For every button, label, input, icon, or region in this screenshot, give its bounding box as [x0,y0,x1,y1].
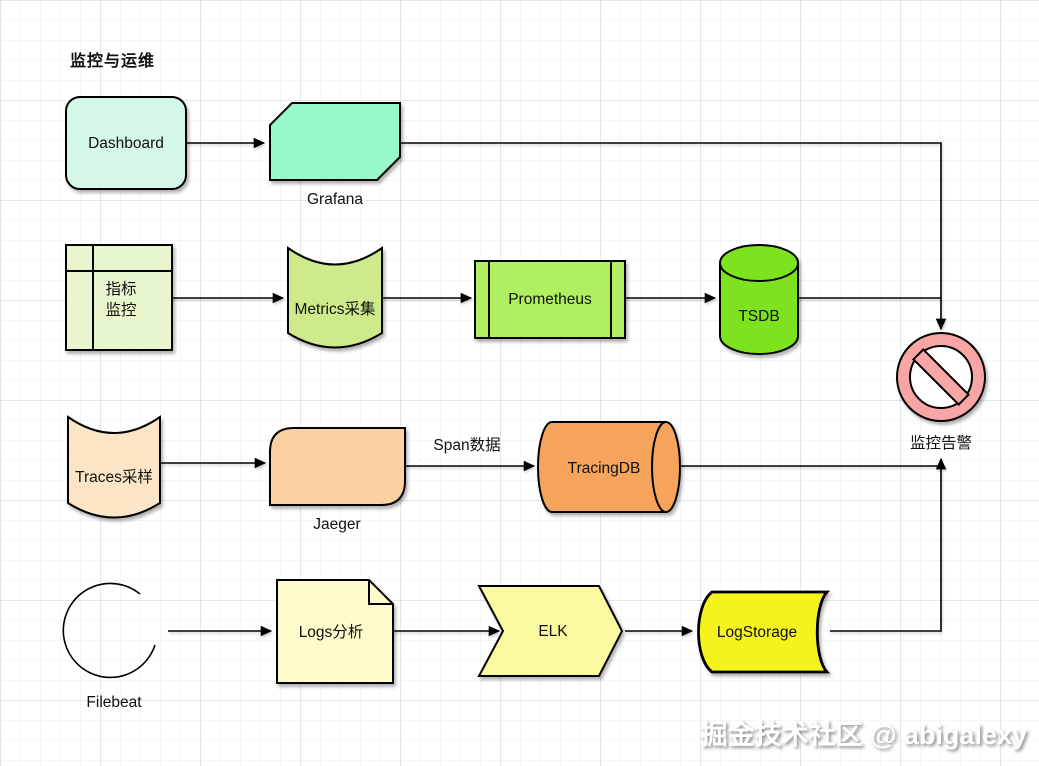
logs-analysis-fold [368,580,393,605]
node-jaeger[interactable] [269,427,406,506]
node-traces-sampling[interactable]: Traces采样 [67,415,161,519]
traces-sampling-shape [67,415,161,519]
filebeat-label: Filebeat [86,694,142,711]
node-tracingdb[interactable]: TracingDB [537,421,681,513]
node-alert[interactable] [896,332,986,422]
node-metrics-collect[interactable]: Metrics采集 [287,246,383,349]
alert-slash [912,348,970,406]
grafana-label: Grafana [307,191,363,208]
edge-logstorage-alert [830,457,947,632]
tracingdb-cap [651,421,681,513]
tracingdb-body [537,421,666,513]
tsdb-top [719,244,799,282]
metrics-monitor-label-line1: 指标 [105,280,136,298]
alert-label: 监控告警 [910,434,972,452]
elk-label: ELK [538,623,568,640]
dashboard-label: Dashboard [88,135,164,152]
grafana-shape [269,102,401,181]
node-metrics-monitor[interactable]: 指标 监控 [65,244,173,351]
tracingdb-label: TracingDB [568,460,641,477]
logs-analysis-label: Logs分析 [299,623,364,641]
tsdb-body [719,263,799,355]
edge-grafana-alert [400,142,947,331]
node-dashboard[interactable]: Dashboard [65,96,187,190]
node-prometheus[interactable]: Prometheus [474,260,626,339]
node-elk[interactable]: ELK [477,585,624,677]
node-tsdb[interactable]: TSDB [719,244,799,355]
logstorage-shape [697,590,831,674]
dashboard-shape [65,96,187,190]
prometheus-label: Prometheus [508,291,592,308]
jaeger-shape [269,427,406,506]
jaeger-label: Jaeger [313,516,360,533]
logstorage-label: LogStorage [717,624,797,641]
elk-shape [477,585,624,677]
watermark: 掘金技术社区 @ abigalexy [700,720,1027,750]
node-logs-analysis[interactable]: Logs分析 [276,579,394,684]
logs-analysis-shape [276,579,394,684]
edge-label-span-data: Span数据 [433,436,500,454]
filebeat-shape [62,582,156,679]
prometheus-shape [474,260,626,339]
node-grafana[interactable] [269,102,401,181]
metrics-collect-shape [287,246,383,349]
metrics-monitor-label-line2: 监控 [105,301,136,319]
tsdb-label: TSDB [738,308,779,325]
metrics-monitor-shape [65,244,173,351]
metrics-collect-label: Metrics采集 [295,300,376,318]
traces-sampling-label: Traces采样 [75,468,153,486]
node-filebeat[interactable]: Filebeat [62,582,156,711]
diagram-title: 监控与运维 [70,53,156,70]
node-logstorage[interactable]: LogStorage [697,590,831,674]
